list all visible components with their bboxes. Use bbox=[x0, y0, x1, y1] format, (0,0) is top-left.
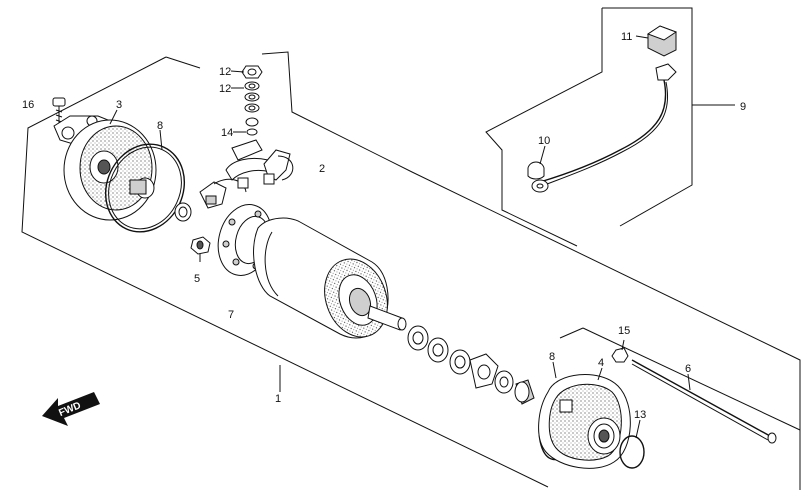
o-ring-part-13 bbox=[619, 435, 645, 469]
starter-cable-part-9 bbox=[531, 63, 677, 193]
through-bolt-part-6 bbox=[631, 359, 777, 444]
yoke-part-7 bbox=[253, 217, 407, 339]
fwd-label: FWD bbox=[57, 400, 82, 419]
terminal-boot-part-10 bbox=[527, 161, 545, 180]
cable-group-boundary bbox=[485, 7, 735, 247]
terminal-cap-part-11 bbox=[646, 25, 678, 57]
rear-cover-part-4 bbox=[538, 374, 631, 469]
label-part-11: 11 bbox=[621, 31, 632, 43]
label-part-13: 13 bbox=[634, 409, 646, 421]
brush-holder-part-2 bbox=[199, 139, 294, 209]
label-part-2: 2 bbox=[319, 163, 325, 175]
washer-part-15 bbox=[611, 347, 629, 363]
fwd-arrow bbox=[42, 392, 100, 426]
label-part-1: 1 bbox=[275, 393, 281, 405]
bolt-part-16 bbox=[52, 97, 66, 130]
label-part-12a: 12 bbox=[219, 66, 231, 78]
label-part-5: 5 bbox=[194, 273, 200, 285]
label-part-7: 7 bbox=[228, 309, 234, 321]
label-part-16: 16 bbox=[22, 99, 34, 111]
label-part-8-front: 8 bbox=[157, 120, 163, 132]
nut-washer-stack bbox=[241, 65, 263, 136]
label-part-6: 6 bbox=[685, 363, 691, 375]
label-part-10: 10 bbox=[538, 135, 550, 147]
front-cover-part-3 bbox=[53, 115, 157, 221]
label-part-8-rear: 8 bbox=[549, 351, 555, 363]
rear-washer-stack bbox=[407, 325, 535, 405]
label-part-4: 4 bbox=[598, 357, 604, 369]
label-part-15: 15 bbox=[618, 325, 630, 337]
label-part-14: 14 bbox=[221, 127, 233, 139]
leader-lines bbox=[109, 35, 691, 439]
nut-part-5 bbox=[190, 236, 211, 255]
washer-front bbox=[174, 202, 192, 222]
label-part-12b: 12 bbox=[219, 83, 231, 95]
label-part-9: 9 bbox=[740, 101, 746, 113]
label-part-3: 3 bbox=[116, 99, 122, 111]
assembly-boundary bbox=[21, 51, 801, 490]
